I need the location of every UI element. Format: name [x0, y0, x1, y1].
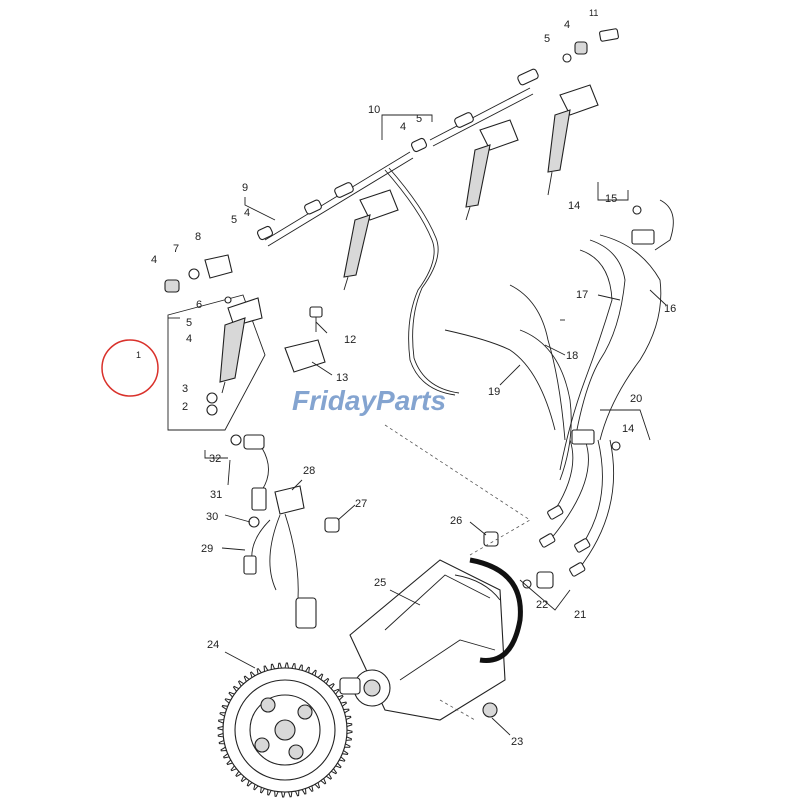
callout-24: 24: [207, 639, 219, 651]
callout-labels: 11 4 5 10 4 5 9 5 4 4 7 8 6 5 4 3 2 12 1…: [151, 8, 676, 748]
nut-4-top: [574, 41, 588, 55]
callout-5: 5: [231, 214, 237, 226]
injector-1-assembly: [167, 294, 266, 431]
callout-14: 14: [622, 423, 634, 435]
callout-8: 8: [195, 231, 201, 243]
callout-32: 32: [209, 453, 221, 465]
callout-5: 5: [416, 113, 422, 125]
callout-17: 17: [576, 289, 588, 301]
callout-19: 19: [488, 386, 500, 398]
return-hose: [469, 557, 523, 663]
callout-7: 7: [173, 243, 179, 255]
fuel-return-lines: [384, 167, 460, 396]
callout-12: 12: [344, 334, 356, 346]
nut-23: [482, 702, 498, 718]
callout-29: 29: [201, 543, 213, 555]
clamp-13: [284, 339, 326, 373]
fitting-on-line-1: [256, 68, 539, 241]
fuel-lines-18-19: [444, 284, 572, 481]
nut-4-left: [164, 279, 180, 293]
callout-26: 26: [450, 515, 462, 527]
bolt-12: [309, 306, 323, 332]
callout-20: 20: [630, 393, 642, 405]
highlight-label: 1: [136, 350, 141, 360]
bracket-14-15: [631, 205, 655, 245]
dashed-reference-line-2: [439, 699, 476, 721]
callout-5: 5: [186, 317, 192, 329]
injection-pump-25: [339, 559, 506, 721]
washer-7: [188, 268, 200, 280]
callout-4: 4: [564, 19, 570, 31]
dashed-reference-line: [384, 424, 531, 556]
callout-30: 30: [206, 511, 218, 523]
fitting-11: [599, 28, 619, 42]
washer-5-top: [562, 53, 572, 63]
callout-27: 27: [355, 498, 367, 510]
fuel-injector-line-top: [264, 87, 534, 247]
leader-lines: [221, 289, 667, 736]
injector-right-2: [465, 119, 519, 221]
callout-14: 14: [568, 200, 580, 212]
callout-9: 9: [242, 182, 248, 194]
callout-25: 25: [374, 577, 386, 589]
sensor-32-31: [230, 434, 269, 511]
callout-15: 15: [605, 193, 617, 205]
drive-gear-24: [217, 662, 353, 798]
callout-4: 4: [186, 333, 192, 345]
callout-23: 23: [511, 736, 523, 748]
callout-4: 4: [400, 121, 406, 133]
callout-4: 4: [244, 207, 250, 219]
bolt-27: [324, 517, 340, 533]
callout-6: 6: [196, 299, 202, 311]
callout-3: 3: [182, 383, 188, 395]
callout-28: 28: [303, 465, 315, 477]
fitting-8: [204, 254, 233, 279]
callout-31: 31: [210, 489, 222, 501]
highlight-circle-item-1: 1: [101, 339, 159, 397]
callout-16: 16: [664, 303, 676, 315]
watermark-logo: FridayParts: [292, 385, 446, 416]
injector-center: [343, 189, 399, 291]
callout-22: 22: [536, 599, 548, 611]
callout-10: 10: [368, 104, 380, 116]
fuel-line-ends-20: [539, 429, 615, 577]
fitting-21-22: [522, 571, 554, 589]
fitting-26: [483, 531, 499, 547]
callout-2: 2: [182, 401, 188, 413]
callout-11: 11: [589, 8, 598, 18]
callout-5: 5: [544, 33, 550, 45]
callout-13: 13: [336, 372, 348, 384]
injector-right-1: [547, 84, 599, 196]
callout-brackets: [168, 114, 651, 611]
callout-4: 4: [151, 254, 157, 266]
bolt-14-lower: [611, 441, 621, 451]
callout-18: 18: [566, 350, 578, 362]
callout-21: 21: [574, 609, 586, 621]
